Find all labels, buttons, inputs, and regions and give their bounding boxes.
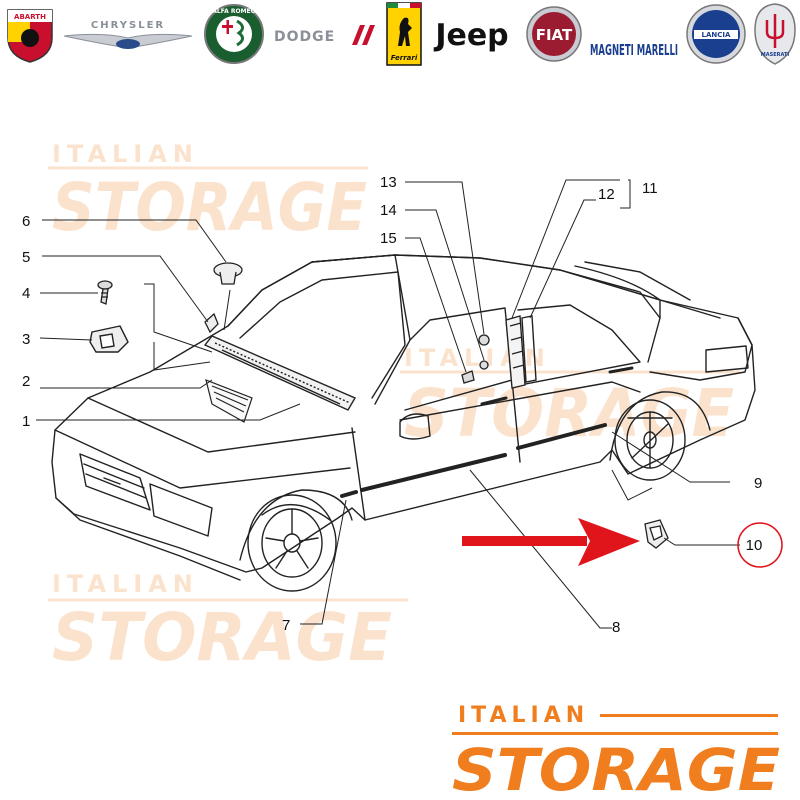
callout-7: 7 — [282, 617, 290, 634]
watermark-3-top: ITALIAN — [52, 570, 199, 598]
grommet-part-6 — [213, 262, 243, 285]
watermark-1-bottom: STORAGE — [52, 169, 367, 246]
alfa-romeo-lettering: ALFA ROMEO — [212, 8, 256, 15]
dodge-lettering: DODGE — [274, 29, 335, 45]
maserati-logo: MASERATI — [752, 0, 798, 68]
watermark-2: ITALIAN STORAGE — [400, 344, 740, 452]
callout-14: 14 — [380, 202, 397, 219]
chrysler-lettering: CHRYSLER — [91, 20, 165, 31]
callout-numbers: 1 2 3 4 5 6 7 8 9 10 11 12 13 14 15 — [22, 174, 762, 636]
fiat-logo: FIAT — [524, 0, 584, 68]
magneti-marelli-logo: MAGNETI MARELLI — [588, 0, 680, 68]
clip-part-5 — [204, 312, 219, 334]
abarth-lettering: ABARTH — [14, 13, 46, 21]
cowl-panel — [203, 335, 357, 411]
watermark-1: ITALIAN STORAGE — [48, 140, 368, 246]
door-seal-parts — [505, 315, 537, 389]
clip-part-10 — [644, 519, 669, 549]
callout-4: 4 — [22, 285, 30, 302]
brand-logo-bottom: STORAGE — [452, 736, 780, 800]
callout-1: 1 — [22, 413, 30, 430]
callout-11: 11 — [642, 180, 658, 197]
callout-5: 5 — [22, 249, 30, 266]
maserati-lettering: MASERATI — [761, 52, 790, 58]
brand-logo-top: ITALIAN — [458, 703, 589, 728]
lancia-lettering: LANCIA — [702, 31, 731, 39]
watermark-2-bottom: STORAGE — [404, 375, 734, 452]
magneti-marelli-lettering: MAGNETI MARELLI — [590, 41, 678, 59]
vent-grille-part — [205, 379, 253, 423]
alfa-romeo-logo: ALFA ROMEO — [202, 0, 266, 68]
callout-6: 6 — [22, 213, 30, 230]
brand-logo-bar: ABARTH CHRYSLER ALFA ROMEO DODGE — [0, 0, 800, 72]
watermark-2-top: ITALIAN — [404, 344, 551, 372]
callout-3: 3 — [22, 331, 30, 348]
abarth-logo: ABARTH — [2, 0, 58, 68]
watermark-1-top: ITALIAN — [52, 140, 199, 168]
leader-lines — [36, 179, 740, 629]
fiat-lettering: FIAT — [536, 26, 573, 44]
jeep-lettering: Jeep — [433, 18, 508, 53]
italian-storage-logo: ITALIAN STORAGE — [452, 703, 780, 800]
ferrari-logo: Ferrari — [384, 0, 424, 68]
callout-15: 15 — [380, 230, 397, 247]
watermark-3-bottom: STORAGE — [52, 599, 392, 676]
watermark-3: ITALIAN STORAGE — [48, 570, 408, 676]
lancia-logo: LANCIA — [684, 0, 748, 68]
callout-9: 9 — [754, 475, 762, 492]
jeep-logo: Jeep — [428, 0, 516, 68]
car-drawing — [51, 254, 756, 592]
chrysler-logo: CHRYSLER — [62, 0, 194, 68]
dodge-logo: DODGE — [270, 0, 378, 68]
callout-2: 2 — [22, 373, 30, 390]
clip-part-3 — [89, 325, 129, 353]
callout-8: 8 — [612, 619, 620, 636]
screw-part-4 — [97, 280, 113, 305]
fasteners-13-15 — [461, 334, 490, 384]
highlight-circle — [737, 522, 783, 568]
callout-10: 10 — [746, 537, 763, 554]
red-arrow-icon — [462, 518, 640, 566]
callout-12: 12 — [598, 186, 615, 203]
ferrari-lettering: Ferrari — [391, 54, 418, 62]
callout-13: 13 — [380, 174, 397, 191]
